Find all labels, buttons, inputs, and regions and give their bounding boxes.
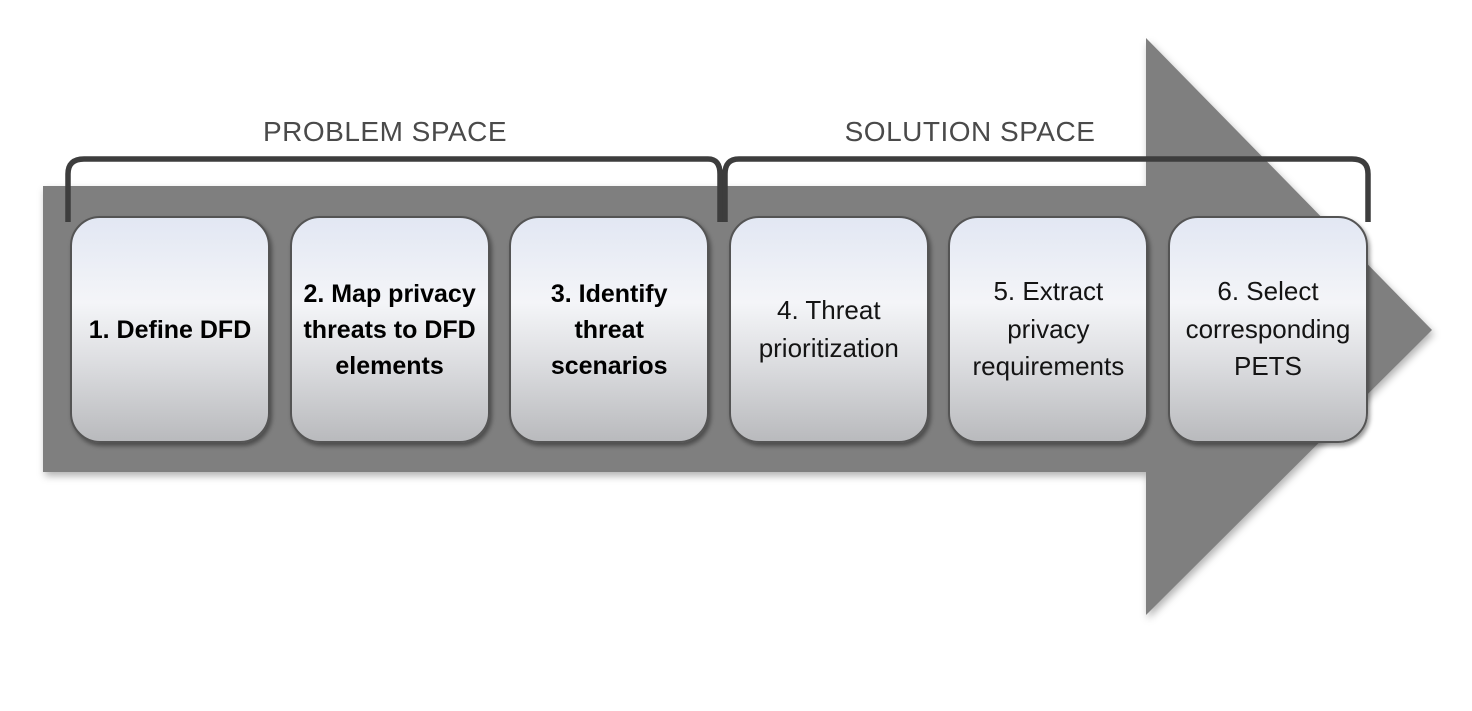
step-label-2: 2. Map privacy threats to DFD elements [303, 279, 476, 380]
step-box-3: 3. Identify threat scenarios [509, 216, 710, 443]
steps-row: 1. Define DFD 2. Map privacy threats to … [70, 216, 1368, 443]
solution-space-label: SOLUTION SPACE [844, 116, 1096, 147]
step-box-2: 2. Map privacy threats to DFD elements [289, 216, 490, 443]
step-label-5: 5. Extract privacy requirements [972, 276, 1125, 382]
problem-space-bracket [65, 156, 723, 222]
step-label-4: 4. Threat prioritization [758, 295, 899, 363]
problem-space-label: PROBLEM SPACE [262, 116, 508, 147]
step-box-5: 5. Extract privacy requirements [948, 216, 1149, 443]
step-label-3: 3. Identify threat scenarios [550, 279, 668, 380]
step-box-6: 6. Select corresponding PETS [1167, 216, 1368, 443]
step-box-1: 1. Define DFD [70, 216, 270, 443]
step-box-4: 4. Threat prioritization [728, 216, 929, 443]
step-label-6: 6. Select corresponding PETS [1185, 276, 1351, 382]
solution-space-bracket [722, 156, 1371, 222]
step-label-1: 1. Define DFD [88, 315, 252, 344]
